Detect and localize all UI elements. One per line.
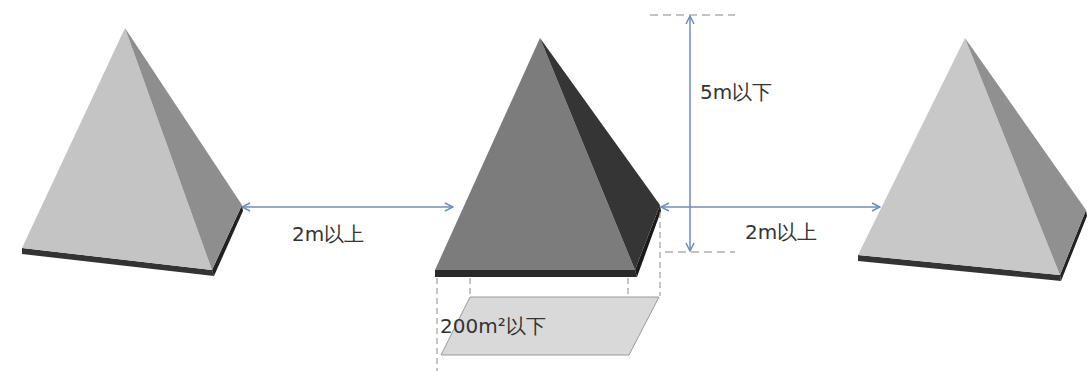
dimension-line	[650, 14, 735, 15]
base-area-shape: 200m²以下	[440, 296, 660, 356]
distance-arrow	[661, 206, 880, 208]
middle-pyramid	[435, 38, 661, 277]
projection-line	[628, 278, 629, 296]
left-pyramid	[22, 28, 243, 276]
projection-line	[470, 278, 471, 296]
distance-arrow	[242, 206, 453, 208]
right-pyramid	[858, 38, 1087, 281]
distance-label: 2m以上	[292, 222, 364, 246]
area-label: 200m²以下	[440, 314, 546, 338]
projection-line	[437, 278, 438, 371]
dimension-line	[665, 251, 735, 252]
height-arrow	[689, 16, 691, 251]
height-label: 5m以下	[700, 80, 772, 104]
projection-line	[660, 212, 661, 296]
distance-label: 2m以上	[745, 220, 817, 244]
